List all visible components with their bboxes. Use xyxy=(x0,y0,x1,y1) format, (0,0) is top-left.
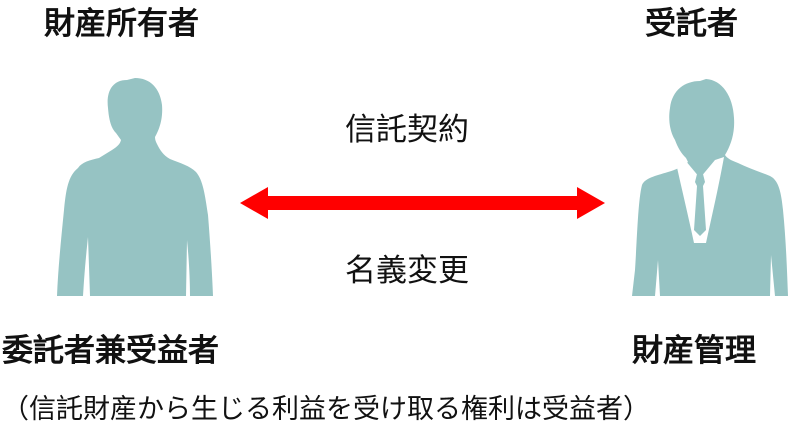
double-arrow-icon xyxy=(240,187,605,219)
beneficiary-footnote: （信託財産から生じる利益を受け取る権利は受益者） xyxy=(2,394,650,425)
person-silhouette-icon xyxy=(57,78,213,296)
left-party-title: 財産所有者 xyxy=(44,6,199,42)
right-party-title: 受託者 xyxy=(645,6,738,42)
right-party-role: 財産管理 xyxy=(632,333,756,369)
businessman-silhouette-icon xyxy=(632,79,788,296)
name-transfer-label: 名義変更 xyxy=(345,253,469,289)
trust-contract-label: 信託契約 xyxy=(345,112,469,148)
left-party-role: 委託者兼受益者 xyxy=(2,333,219,369)
